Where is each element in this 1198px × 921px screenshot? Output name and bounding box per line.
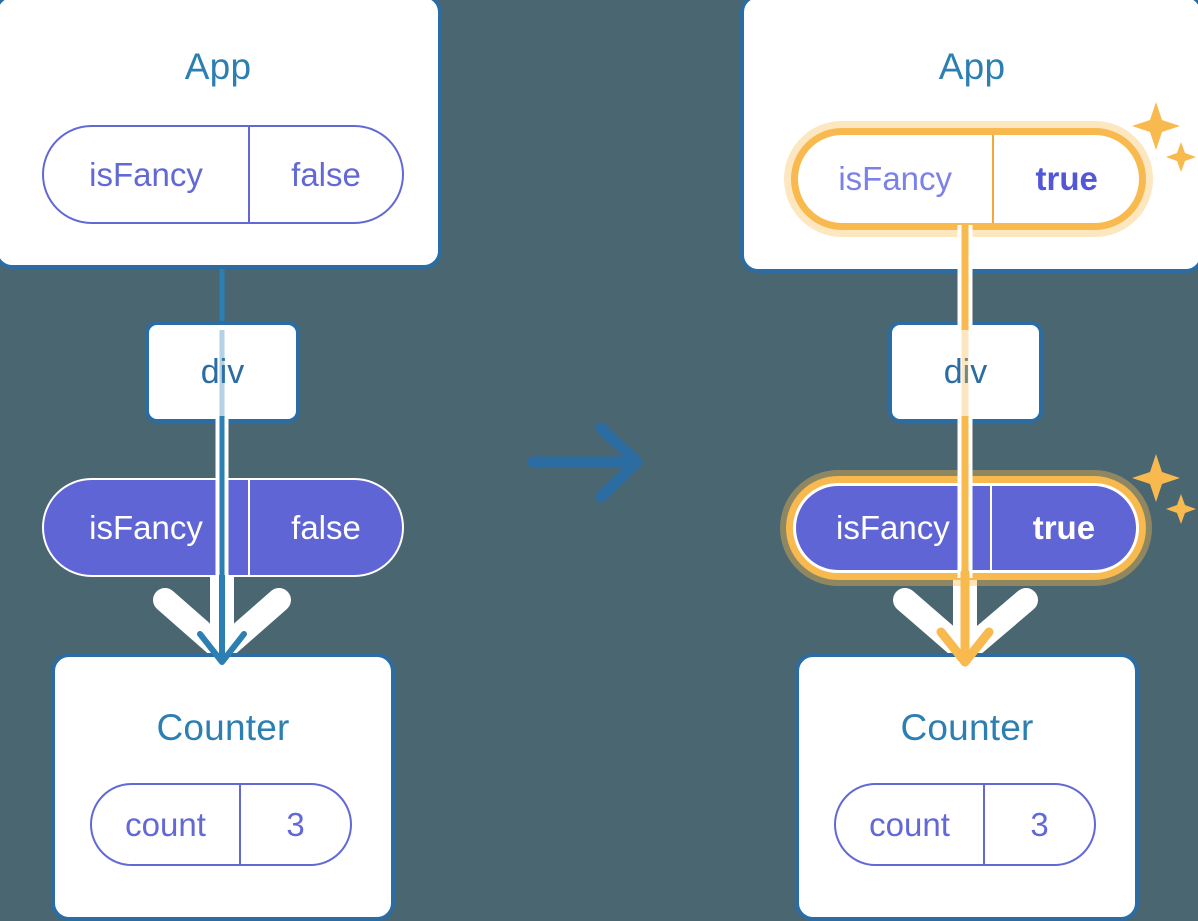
component-title-app: App bbox=[184, 46, 252, 87]
pill-state-value: true bbox=[992, 135, 1139, 223]
counter-state-pill-after[interactable]: count 3 bbox=[834, 783, 1096, 866]
app-state-pill-after[interactable]: isFancy true bbox=[791, 128, 1146, 230]
pill-state-name: isFancy bbox=[838, 160, 953, 197]
pill-prop-name: isFancy bbox=[89, 508, 203, 546]
white-fan-arrow-after bbox=[893, 548, 1038, 664]
app-state-pill-before[interactable]: isFancy false bbox=[42, 125, 404, 224]
pill-count-value: 3 bbox=[239, 785, 350, 864]
component-title-counter: Counter bbox=[900, 707, 1034, 748]
sparkle-icon-app bbox=[1132, 102, 1196, 172]
pill-count-value: 3 bbox=[983, 785, 1094, 864]
pill-state-value: false bbox=[248, 127, 402, 222]
component-title-app: App bbox=[938, 46, 1006, 87]
counter-state-pill-before[interactable]: count 3 bbox=[90, 783, 352, 866]
sparkle-icon-prop bbox=[1132, 454, 1196, 524]
element-label-div: div bbox=[943, 352, 988, 391]
transition-arrow-right-icon bbox=[527, 422, 643, 503]
pill-count-name: count bbox=[869, 805, 950, 843]
pill-prop-value: true bbox=[989, 486, 1136, 570]
pill-state-name: isFancy bbox=[89, 155, 203, 193]
prop-pill-before[interactable]: isFancy false bbox=[42, 478, 404, 577]
pill-prop-name: isFancy bbox=[836, 509, 950, 546]
pill-count-name: count bbox=[125, 805, 206, 843]
prop-pill-after[interactable]: isFancy true bbox=[793, 483, 1139, 573]
pill-prop-value: false bbox=[248, 480, 402, 575]
element-box-div-before[interactable]: div bbox=[145, 321, 300, 423]
element-box-div-after[interactable]: div bbox=[888, 321, 1043, 423]
element-label-div: div bbox=[200, 352, 245, 391]
component-title-counter: Counter bbox=[156, 707, 290, 748]
